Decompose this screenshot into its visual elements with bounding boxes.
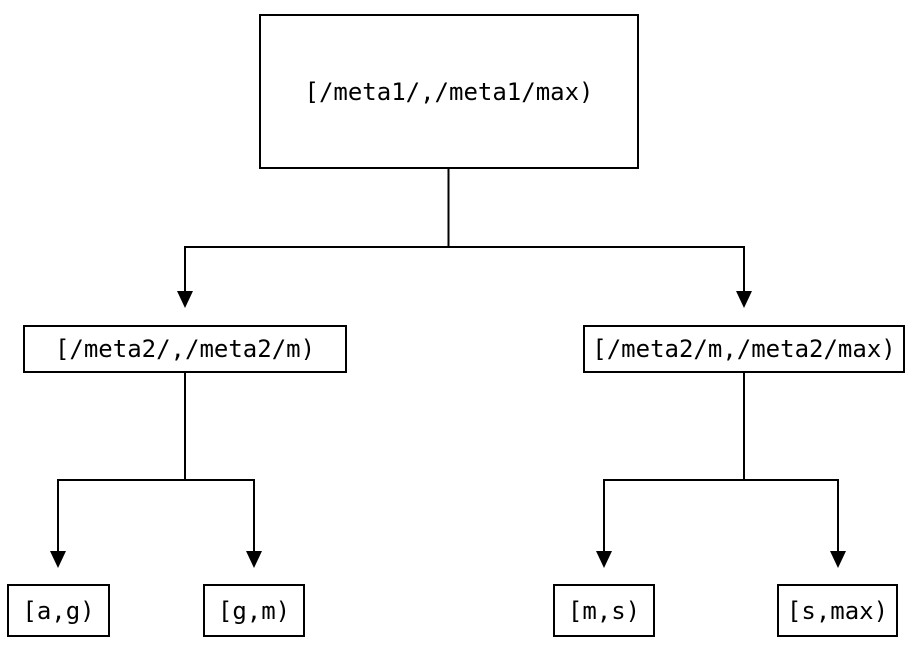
arrowhead-smax [830, 551, 846, 568]
node-leaf-smax: [s,max) [777, 584, 898, 637]
arrowhead-right [736, 291, 752, 308]
node-leaf-smax-label: [s,max) [786, 596, 889, 625]
node-left-label: [/meta2/,/meta2/m) [54, 335, 316, 363]
node-root-label: [/meta1/,/meta1/max) [304, 77, 594, 106]
node-right-label: [/meta2/m,/meta2/max) [592, 335, 896, 363]
node-left-meta2-range: [/meta2/,/meta2/m) [23, 325, 347, 373]
arrowhead-ag [50, 551, 66, 568]
node-leaf-ag: [a,g) [7, 584, 110, 637]
node-leaf-gm-label: [g,m) [217, 596, 291, 625]
arrowhead-left [177, 291, 193, 308]
node-right-meta2-range: [/meta2/m,/meta2/max) [583, 325, 905, 373]
node-leaf-gm: [g,m) [203, 584, 305, 637]
node-leaf-ms-label: [m,s) [567, 596, 641, 625]
arrowhead-gm [246, 551, 262, 568]
node-leaf-ms: [m,s) [553, 584, 655, 637]
arrowhead-ms [596, 551, 612, 568]
node-leaf-ag-label: [a,g) [22, 596, 95, 625]
node-root-meta1-range: [/meta1/,/meta1/max) [259, 14, 639, 169]
